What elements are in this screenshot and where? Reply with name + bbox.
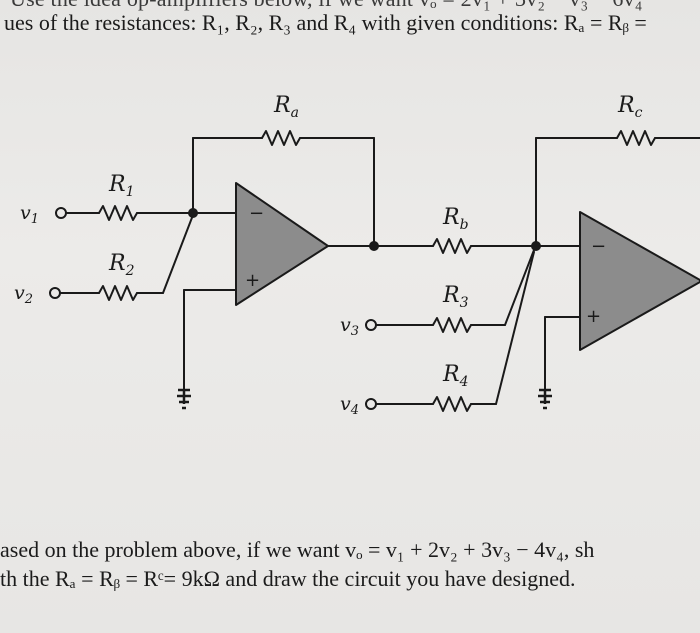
v4-label: v4 — [340, 393, 359, 418]
opamp-2-minus: − — [591, 236, 606, 257]
ra-label: Ra — [273, 93, 299, 121]
ra-resistor — [261, 130, 301, 146]
v1-terminal — [55, 207, 67, 219]
r2-label: R2 — [108, 251, 135, 279]
v2-terminal — [49, 287, 61, 299]
ground-symbol-1 — [177, 388, 191, 410]
v3-label: v3 — [340, 314, 359, 339]
opamp-1-minus: − — [249, 203, 264, 224]
r1-resistor — [98, 205, 138, 221]
question-text-line-1: ased on the problem above, if we want vₒ… — [0, 537, 595, 562]
opamp-2 — [579, 211, 700, 351]
v2-label: v2 — [14, 282, 33, 307]
rb-label: Rb — [442, 205, 469, 233]
r4-resistor — [432, 396, 472, 412]
rc-resistor — [616, 130, 656, 146]
r4-label: R4 — [442, 362, 469, 390]
opamp-1 — [235, 182, 329, 306]
v1-label: v1 — [20, 202, 39, 227]
opamp-1-plus: + — [245, 270, 260, 291]
r3-resistor — [432, 317, 472, 333]
v4-terminal — [365, 398, 377, 410]
rc-label: Rc — [617, 93, 643, 121]
problem-text-line: ues of the resistances: R₁, R₂, R₃ and R… — [4, 10, 647, 35]
ground-symbol-2 — [538, 388, 552, 410]
r3-label: R3 — [442, 283, 469, 311]
r1-label: R1 — [108, 172, 135, 200]
question-text-line-2: th the Rₐ = Rᵦ = Rᶜ= 9kΩ and draw the ci… — [0, 566, 576, 591]
clipped-problem-line: Use the idea op-amplifiers below, if we … — [10, 0, 643, 12]
r2-resistor — [98, 285, 138, 301]
opamp-2-plus: + — [586, 306, 601, 327]
rb-resistor — [432, 238, 472, 254]
v3-terminal — [365, 319, 377, 331]
